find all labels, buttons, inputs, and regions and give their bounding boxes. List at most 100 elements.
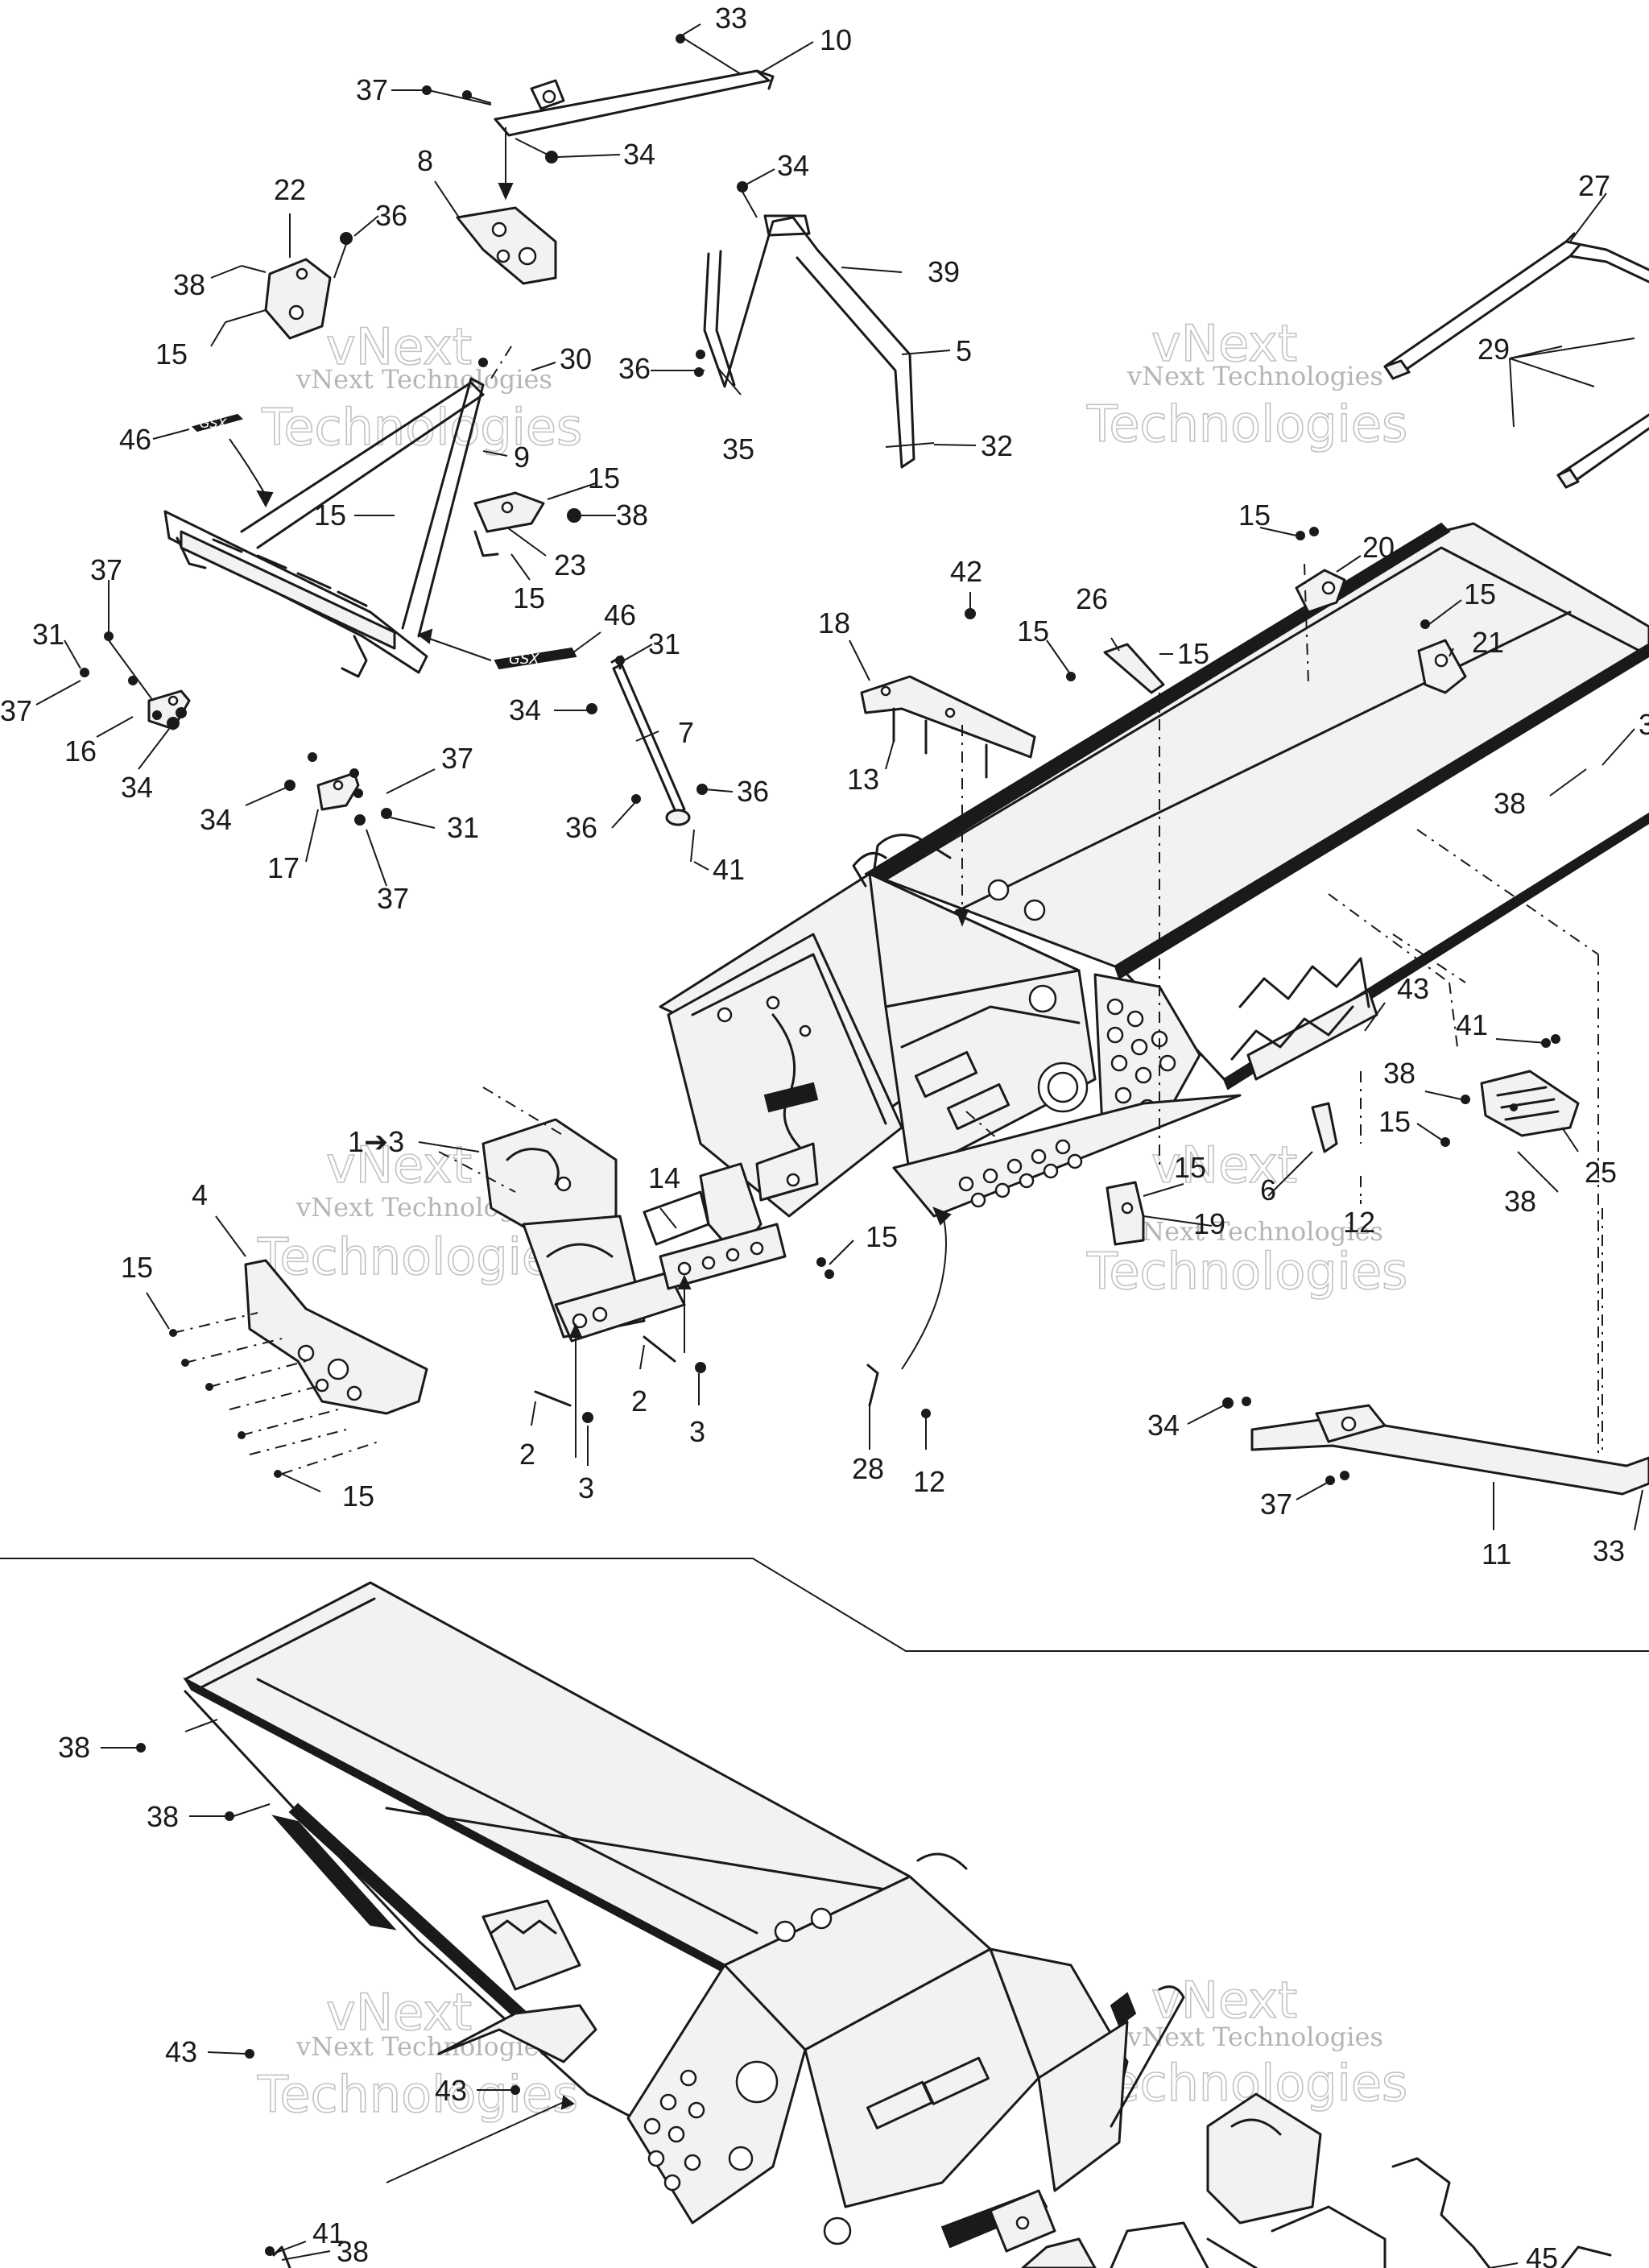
callout-38: 38	[1383, 1057, 1415, 1090]
belly-pan-holes	[958, 1139, 1083, 1208]
callout-21: 21	[1472, 626, 1504, 659]
callout-35: 35	[722, 432, 754, 466]
callout-15: 15	[155, 337, 188, 370]
logo-text: GSX	[509, 651, 539, 668]
callout-38: 38	[1494, 787, 1526, 820]
callout-15: 15	[588, 461, 620, 495]
callout-46: 46	[604, 598, 636, 631]
front-bumper-frame-9	[163, 346, 512, 678]
callout-2: 2	[631, 1384, 647, 1418]
watermark-text: vNext Technologies	[295, 364, 552, 395]
steering-support-5	[694, 181, 935, 469]
rear-bar-11	[1222, 1208, 1649, 1496]
watermark-ghost: vNext	[1151, 314, 1297, 373]
callout-16: 16	[64, 735, 97, 768]
callout-32: 32	[981, 429, 1013, 462]
watermark-ghost: vNext	[326, 1983, 472, 2042]
callout-31: 31	[32, 618, 64, 651]
lower-bulkhead-holes	[643, 2069, 705, 2191]
callout-15: 15	[513, 581, 545, 615]
callout-31: 31	[648, 627, 680, 660]
callout-9: 9	[514, 441, 530, 474]
gsx-logo-decal: GSX GSX	[192, 413, 577, 670]
section-divider	[0, 1558, 1649, 1652]
spindle-plate-4	[169, 1259, 428, 1478]
callout-43: 43	[1397, 972, 1429, 1005]
watermark-ghost: vNext	[1151, 1971, 1297, 2030]
tow-bar-27	[1383, 232, 1649, 489]
front-suspension-14	[643, 1162, 834, 1353]
callout-39: 39	[928, 255, 960, 288]
callout-17: 17	[267, 851, 300, 884]
watermark-text: vNext Technologies	[295, 2031, 552, 2062]
bracket-16	[80, 631, 191, 730]
callout-6: 6	[1260, 1173, 1276, 1206]
callout-46: 46	[119, 423, 151, 456]
callout-38: 38	[173, 268, 205, 301]
callout-26: 26	[1076, 582, 1108, 615]
callout-25: 25	[1585, 1156, 1617, 1189]
watermark-big: Technologies	[257, 1227, 578, 1286]
link-rod-7	[586, 655, 708, 863]
bracket-26	[965, 608, 1165, 1168]
callout-37: 37	[1260, 1488, 1292, 1521]
bracket-8	[456, 206, 557, 285]
callout-19: 19	[1193, 1207, 1225, 1240]
callout-34: 34	[623, 138, 655, 171]
watermark-big: Technologies	[1086, 1242, 1407, 1301]
bracket-20	[1295, 527, 1346, 685]
callout-37: 37	[377, 882, 409, 915]
callout-29: 29	[1477, 333, 1510, 366]
callout-15: 15	[1174, 1151, 1206, 1184]
callout-20: 20	[1362, 531, 1395, 564]
callout-34: 34	[777, 149, 809, 182]
callout-37: 37	[356, 73, 388, 106]
callout-8: 8	[417, 144, 433, 177]
callout-15: 15	[121, 1251, 153, 1284]
callout-43: 43	[435, 2074, 467, 2107]
callout-37: 37	[441, 742, 473, 775]
callout-41: 41	[713, 853, 745, 886]
callout-38: 38	[147, 1800, 179, 1833]
callout-38: 38	[337, 2235, 369, 2268]
bulkhead-holes	[1106, 998, 1176, 1116]
callout-38: 38	[58, 1731, 90, 1764]
callout-33: 33	[715, 2, 747, 35]
callout-15: 15	[1177, 637, 1209, 670]
bracket-23	[473, 491, 581, 557]
callout-30: 30	[560, 342, 592, 375]
callout-42: 42	[950, 555, 982, 588]
callout-15: 15	[1017, 615, 1049, 648]
watermark-ghost: vNext	[1151, 1136, 1297, 1194]
callout-38: 38	[616, 499, 648, 532]
watermark-big: Technologies	[261, 398, 582, 457]
callout-31: 31	[447, 811, 479, 844]
bracket-22	[225, 232, 353, 340]
callout-34: 34	[121, 771, 153, 804]
logo-text: GSX	[200, 416, 228, 431]
callout-38: 38	[1504, 1185, 1536, 1218]
watermark-ghost: vNext	[326, 1136, 472, 1194]
callout-37: 37	[0, 694, 32, 727]
watermark-big: Technologies	[1086, 395, 1407, 453]
callout-15: 15	[1378, 1105, 1411, 1138]
bracket-18	[860, 675, 1036, 927]
callout-15: 15	[1238, 499, 1271, 532]
watermark-text: vNext Technologies	[1126, 2022, 1383, 2052]
callout-34: 34	[509, 693, 541, 726]
callout-5: 5	[956, 334, 972, 367]
watermark-big: Technologies	[257, 2065, 578, 2124]
callout-36: 36	[737, 775, 769, 808]
callout-36: 36	[618, 352, 651, 385]
callout-15: 15	[342, 1480, 374, 1513]
callout-34: 34	[1147, 1409, 1180, 1442]
callout-7: 7	[678, 716, 694, 749]
bolts-2-3	[438, 1086, 999, 1423]
watermark-text: vNext Technologies	[1126, 361, 1383, 391]
lower-frame-view	[136, 1581, 1612, 2268]
callout-36: 36	[375, 199, 407, 232]
callout-41: 41	[1456, 1008, 1488, 1041]
bracket-17	[284, 752, 392, 826]
